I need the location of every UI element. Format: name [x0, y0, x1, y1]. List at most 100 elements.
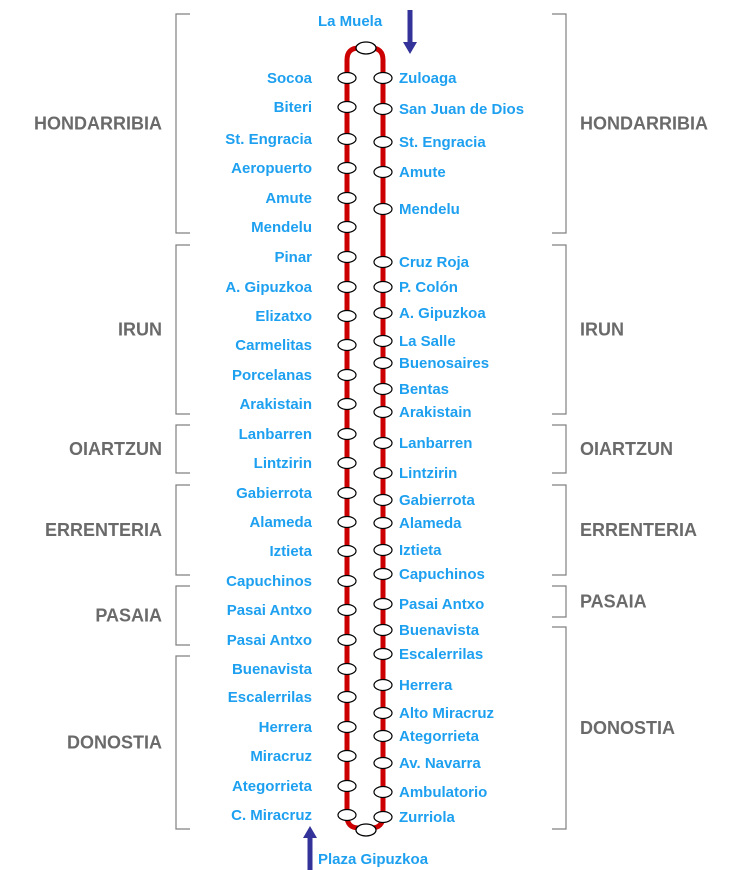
stop-label-right: Zuloaga: [399, 70, 457, 87]
stop-marker-right: [373, 706, 393, 720]
stop-label-right: A. Gipuzkoa: [399, 305, 486, 322]
district-bracket-left: [175, 244, 190, 415]
stop-marker-left: [337, 515, 357, 529]
stop-label-left: Porcelanas: [232, 367, 312, 384]
stop-label-right: Zurriola: [399, 809, 455, 826]
stop-marker-right: [373, 165, 393, 179]
stop-marker-right: [373, 543, 393, 557]
stop-label-right: Mendelu: [399, 201, 460, 218]
stop-marker-left: [337, 309, 357, 323]
stop-marker-left: [337, 720, 357, 734]
stop-label-right: Alto Miracruz: [399, 705, 494, 722]
terminal-stop-top: [355, 41, 377, 55]
stop-label-left: Pinar: [274, 249, 312, 266]
stop-label-left: Pasai Antxo: [227, 632, 312, 649]
stop-label-left: Miracruz: [250, 748, 312, 765]
stop-label-right: Alameda: [399, 515, 462, 532]
stop-label-right: Amute: [399, 164, 446, 181]
stop-marker-right: [373, 623, 393, 637]
stop-marker-right: [373, 436, 393, 450]
stop-marker-left: [337, 161, 357, 175]
stop-label-right: Escalerrilas: [399, 646, 483, 663]
district-bracket-left: [175, 655, 190, 830]
stop-label-left: Iztieta: [269, 543, 312, 560]
stop-label-right: Bentas: [399, 381, 449, 398]
stop-marker-right: [373, 678, 393, 692]
stop-label-left: Aeropuerto: [231, 160, 312, 177]
stop-marker-left: [337, 220, 357, 234]
stop-marker-right: [373, 405, 393, 419]
stop-label-left: Alameda: [249, 514, 312, 531]
stop-marker-right: [373, 280, 393, 294]
terminal-label-bottom: Plaza Gipuzkoa: [318, 851, 429, 868]
district-bracket-right: [552, 13, 567, 234]
stop-label-right: Lanbarren: [399, 435, 472, 452]
stop-marker-right: [373, 102, 393, 116]
stop-marker-right: [373, 255, 393, 269]
stop-label-right: Lintzirin: [399, 465, 457, 482]
stop-marker-left: [337, 633, 357, 647]
stop-marker-left: [337, 690, 357, 704]
stop-marker-right: [373, 466, 393, 480]
stop-marker-right: [373, 516, 393, 530]
stop-label-left: Socoa: [267, 70, 313, 87]
stop-marker-right: [373, 597, 393, 611]
stop-label-left: Lanbarren: [239, 426, 312, 443]
direction-arrow-down-icon: [403, 10, 417, 54]
stop-label-left: Amute: [265, 190, 312, 207]
stop-label-left: Gabierrota: [236, 485, 313, 502]
stop-label-right: Iztieta: [399, 542, 442, 559]
district-label-left: PASAIA: [95, 606, 162, 626]
stop-marker-right: [373, 810, 393, 824]
district-label-left: DONOSTIA: [67, 733, 162, 753]
terminal-stop-bottom: [355, 823, 377, 837]
stop-marker-right: [373, 785, 393, 799]
district-label-left: HONDARRIBIA: [34, 114, 162, 134]
stop-marker-left: [337, 280, 357, 294]
stop-label-right: Av. Navarra: [399, 755, 481, 772]
stop-marker-left: [337, 338, 357, 352]
stop-marker-left: [337, 779, 357, 793]
stop-marker-right: [373, 382, 393, 396]
district-label-left: OIARTZUN: [69, 439, 162, 459]
stop-marker-left: [337, 250, 357, 264]
stop-label-right: Herrera: [399, 677, 453, 694]
stop-label-right: P. Colón: [399, 279, 458, 296]
stop-label-right: Arakistain: [399, 404, 472, 421]
stop-label-right: Buenavista: [399, 622, 480, 639]
stop-marker-right: [373, 356, 393, 370]
stop-marker-right: [373, 71, 393, 85]
terminal-label-top: La Muela: [318, 13, 383, 30]
stop-marker-right: [373, 567, 393, 581]
district-label-right: HONDARRIBIA: [580, 114, 708, 134]
stop-marker-right: [373, 202, 393, 216]
district-label-right: PASAIA: [580, 592, 647, 612]
stop-label-left: Lintzirin: [254, 455, 312, 472]
stop-label-right: Buenosaires: [399, 355, 489, 372]
stop-label-right: Pasai Antxo: [399, 596, 484, 613]
stop-marker-left: [337, 191, 357, 205]
district-label-right: OIARTZUN: [580, 439, 673, 459]
stop-label-left: Ategorrieta: [232, 778, 313, 795]
stop-marker-left: [337, 456, 357, 470]
stop-marker-left: [337, 574, 357, 588]
district-bracket-left: [175, 424, 190, 474]
district-bracket-left: [175, 13, 190, 234]
stop-label-right: Cruz Roja: [399, 254, 470, 271]
stop-marker-right: [373, 729, 393, 743]
stop-label-left: St. Engracia: [225, 131, 312, 148]
stop-label-left: Herrera: [259, 719, 313, 736]
stop-marker-left: [337, 132, 357, 146]
stop-label-right: Ambulatorio: [399, 784, 487, 801]
stop-label-left: Escalerrilas: [228, 689, 312, 706]
stop-marker-left: [337, 100, 357, 114]
stop-label-right: Gabierrota: [399, 492, 476, 509]
stop-label-left: Pasai Antxo: [227, 602, 312, 619]
direction-arrow-up-icon: [303, 826, 317, 870]
stop-marker-left: [337, 749, 357, 763]
district-label-left: IRUN: [118, 320, 162, 340]
district-bracket-right: [552, 626, 567, 830]
stop-label-left: Capuchinos: [226, 573, 312, 590]
stop-label-right: San Juan de Dios: [399, 101, 524, 118]
district-bracket-right: [552, 244, 567, 415]
